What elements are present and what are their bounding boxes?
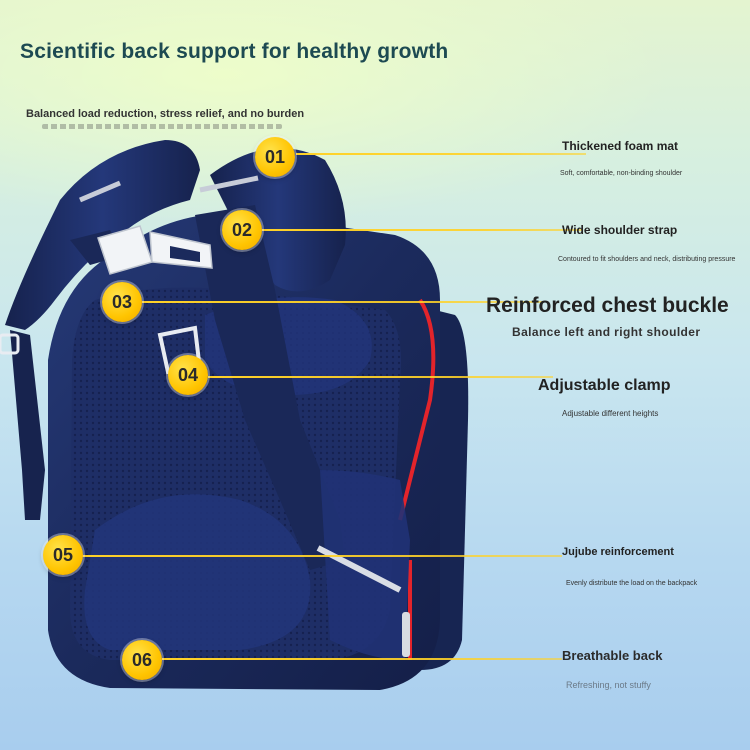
leader-line-01 xyxy=(296,153,586,155)
leader-line-05 xyxy=(82,555,562,557)
blurred-caption xyxy=(42,124,282,129)
page-subheadline: Balanced load reduction, stress relief, … xyxy=(26,108,305,120)
right-shoulder-strap xyxy=(195,205,345,570)
leader-line-06 xyxy=(162,658,562,660)
feature-title-02: Wide shoulder strap xyxy=(562,223,678,237)
right-shoulder-strap-top xyxy=(210,148,346,292)
feature-badge-03: 03 xyxy=(102,282,142,322)
feature-badge-01: 01 xyxy=(255,137,295,177)
left-clip xyxy=(0,333,20,355)
side-mesh-pocket xyxy=(320,470,410,660)
feature-badge-05: 05 xyxy=(43,535,83,575)
page-headline: Scientific back support for healthy grow… xyxy=(20,40,449,63)
feature-badge-04: 04 xyxy=(168,355,208,395)
feature-title-01: Thickened foam mat xyxy=(562,139,679,153)
zipper-piping xyxy=(398,298,436,521)
lumbar-cushion xyxy=(84,494,311,650)
feature-subtitle-06: Refreshing, not stuffy xyxy=(566,680,651,690)
feature-title-06: Breathable back xyxy=(562,648,663,663)
feature-subtitle-01: Soft, comfortable, non-binding shoulder xyxy=(560,170,683,177)
feature-subtitle-04: Adjustable different heights xyxy=(562,409,659,418)
feature-subtitle-02: Contoured to fit shoulders and neck, dis… xyxy=(558,256,736,263)
leader-line-03 xyxy=(142,301,542,303)
feature-subtitle-05: Evenly distribute the load on the backpa… xyxy=(566,580,698,587)
feature-badge-06: 06 xyxy=(122,640,162,680)
reflective-strip xyxy=(199,175,259,193)
left-adjust-strap xyxy=(10,330,45,520)
chest-buckle xyxy=(97,225,213,275)
feature-subtitle-03: Balance left and right shoulder xyxy=(512,325,701,339)
leader-line-04 xyxy=(208,376,553,378)
feature-badge-02: 02 xyxy=(222,210,262,250)
feature-title-04: Adjustable clamp xyxy=(538,377,671,394)
zipper-pull xyxy=(402,612,410,657)
feature-title-05: Jujube reinforcement xyxy=(562,546,674,558)
feature-title-03: Reinforced chest buckle xyxy=(486,294,729,317)
leader-line-02 xyxy=(262,229,582,231)
